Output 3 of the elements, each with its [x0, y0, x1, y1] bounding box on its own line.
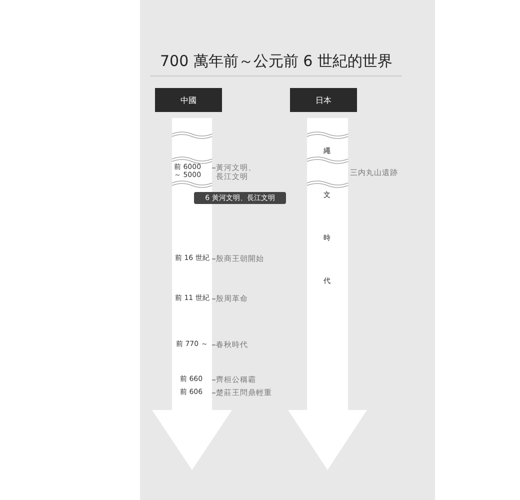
column-header: 中國: [155, 88, 222, 112]
column-header: 日本: [290, 88, 357, 112]
title: 700 萬年前～公元前 6 世紀的世界: [160, 52, 392, 70]
